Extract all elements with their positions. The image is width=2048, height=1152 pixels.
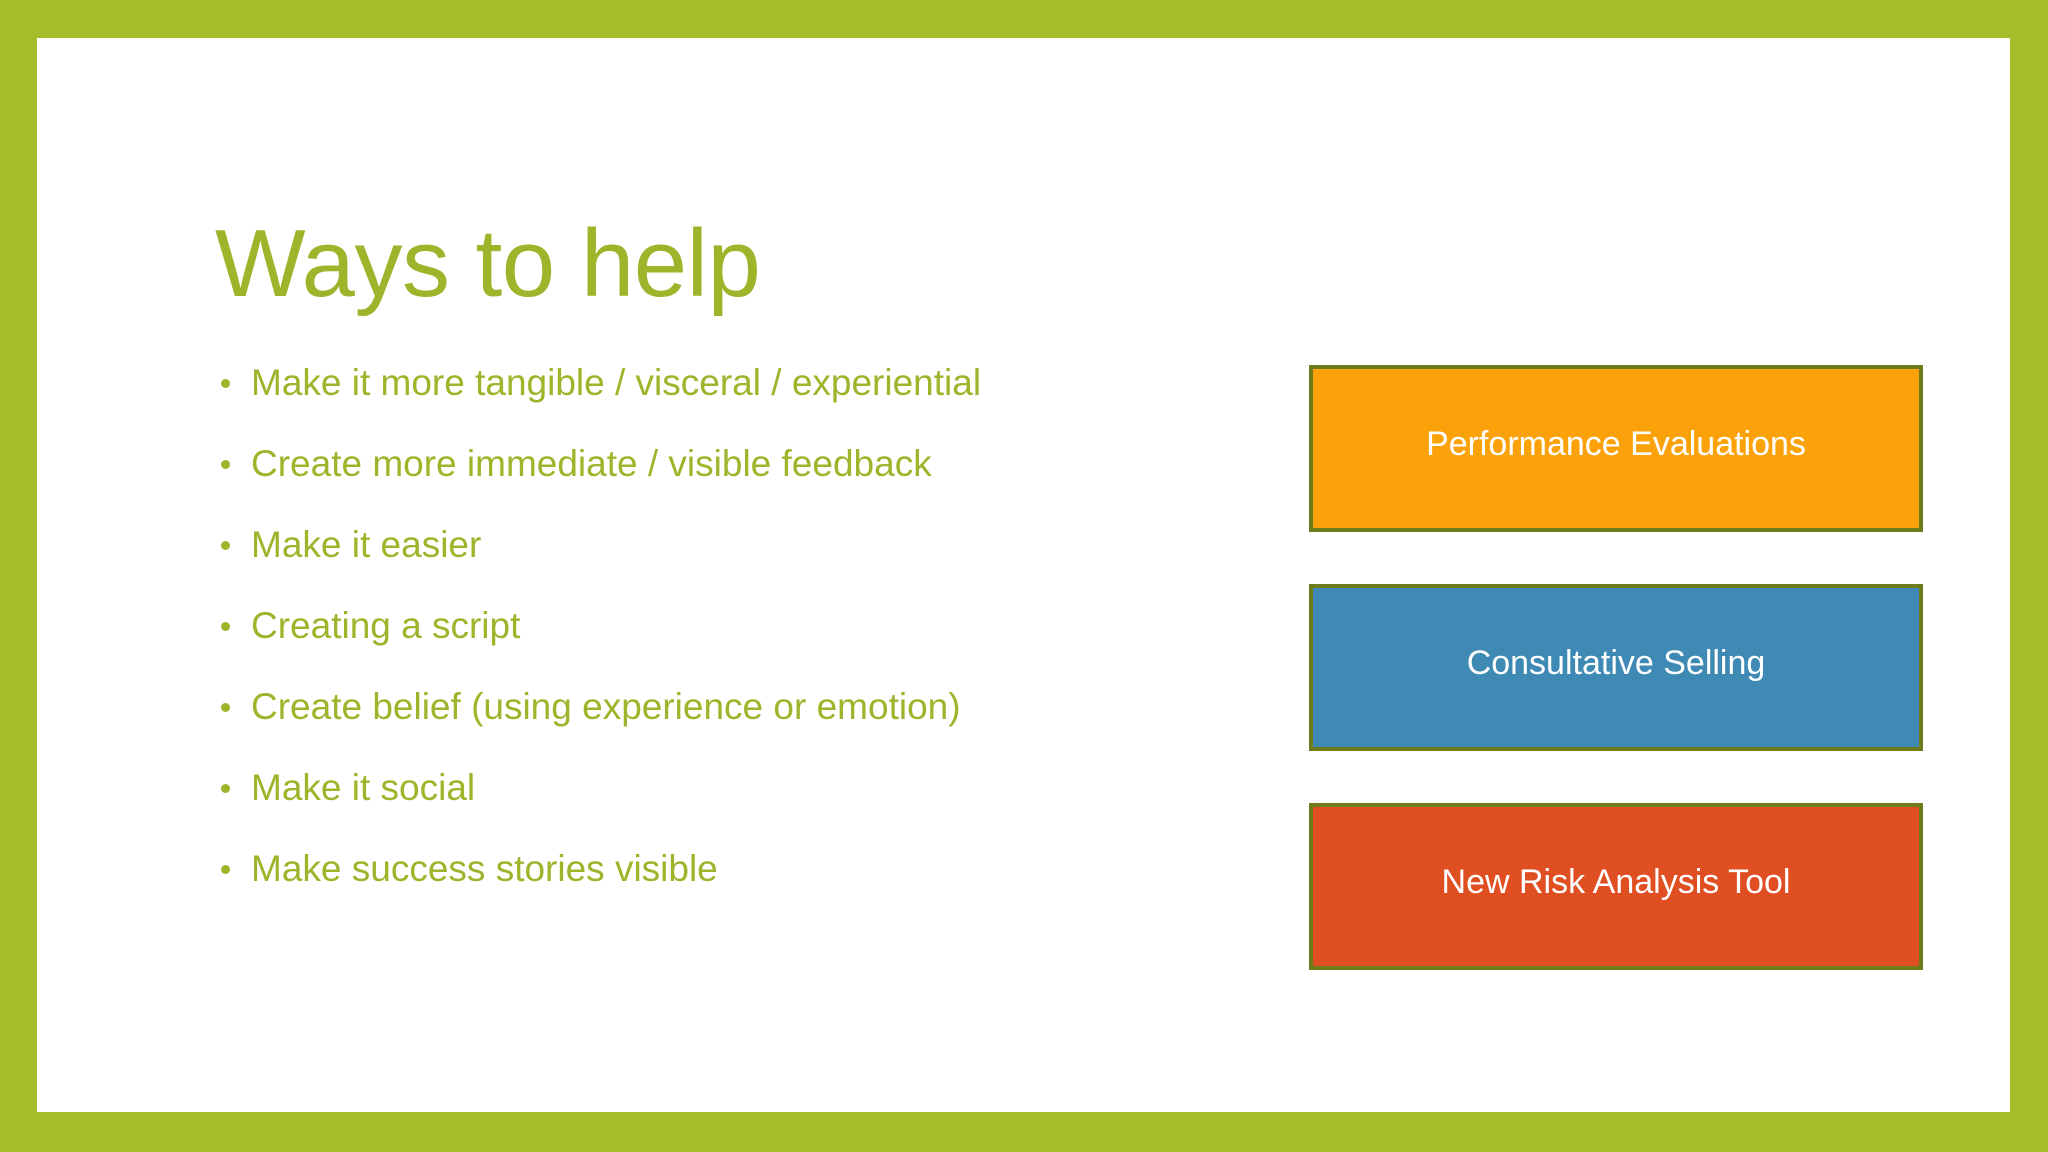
bullet-dot-icon — [221, 460, 230, 469]
bullet-dot-icon — [221, 865, 230, 874]
bullet-dot-icon — [221, 541, 230, 550]
list-item-label: Make it easier — [251, 524, 482, 565]
list-item: Create more immediate / visible feedback — [215, 437, 1155, 518]
callout-box-label: Consultative Selling — [1466, 644, 1766, 683]
list-item: Make it social — [215, 761, 1155, 842]
bullet-dot-icon — [221, 784, 230, 793]
list-item-label: Make it social — [251, 767, 476, 808]
list-item: Creating a script — [215, 599, 1155, 680]
bullet-dot-icon — [221, 622, 230, 631]
slide-canvas: Ways to help Make it more tangible / vis… — [37, 38, 2010, 1112]
page-title: Ways to help — [215, 210, 761, 318]
list-item-label: Creating a script — [251, 605, 521, 646]
callout-box-label: New Risk Analysis Tool — [1441, 863, 1791, 902]
list-item: Make success stories visible — [215, 842, 1155, 923]
callout-box-consultative-selling: Consultative Selling — [1309, 584, 1923, 751]
callout-box-new-risk-analysis-tool: New Risk Analysis Tool — [1309, 803, 1923, 970]
list-item: Create belief (using experience or emoti… — [215, 680, 1155, 761]
callout-box-performance-evaluations: Performance Evaluations — [1309, 365, 1923, 532]
bullet-dot-icon — [221, 379, 230, 388]
bullet-dot-icon — [221, 703, 230, 712]
list-item-label: Make it more tangible / visceral / exper… — [251, 362, 982, 403]
ways-to-help-list: Make it more tangible / visceral / exper… — [215, 356, 1155, 923]
list-item-label: Create belief (using experience or emoti… — [251, 686, 961, 727]
callout-box-stack: Performance Evaluations Consultative Sel… — [1309, 365, 1923, 970]
list-item-label: Make success stories visible — [251, 848, 718, 889]
list-item: Make it more tangible / visceral / exper… — [215, 356, 1155, 437]
callout-box-label: Performance Evaluations — [1426, 425, 1806, 464]
list-item: Make it easier — [215, 518, 1155, 599]
list-item-label: Create more immediate / visible feedback — [251, 443, 932, 484]
